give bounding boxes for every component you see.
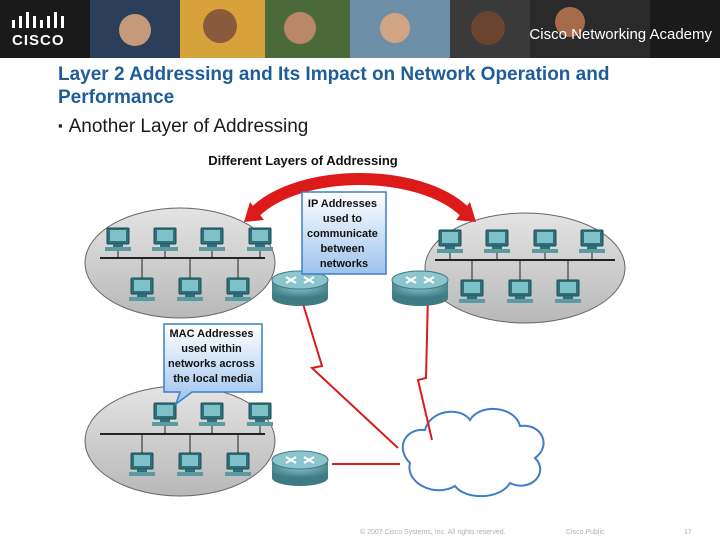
mac-callout-line: the local media xyxy=(173,373,253,385)
wan-cloud xyxy=(401,407,545,498)
ip-callout-line: IP Addresses xyxy=(308,198,377,210)
addressing-diagram: Different Layers of Addressing xyxy=(84,153,626,498)
router-bottom xyxy=(271,450,329,486)
arrow-head-right-icon xyxy=(456,202,476,222)
pc xyxy=(198,402,226,434)
pc xyxy=(176,258,204,302)
academy-text: Cisco Networking Academy xyxy=(529,26,712,43)
arrow-head-left-icon xyxy=(244,202,264,222)
bullet-square-icon: ▪ xyxy=(58,118,63,133)
header-banner: CISCO Cisco Networking Academy xyxy=(0,0,720,58)
wan-link-left xyxy=(299,293,399,449)
slide-title: Layer 2 Addressing and Its Impact on Net… xyxy=(58,64,610,108)
pc xyxy=(198,227,226,258)
pc xyxy=(128,258,156,302)
pc xyxy=(578,229,606,260)
cisco-bars-icon xyxy=(12,12,64,28)
ip-callout-line: networks xyxy=(320,258,368,270)
pc-group-left-top xyxy=(104,227,274,302)
network-bottom xyxy=(84,385,276,497)
pc xyxy=(506,260,534,304)
cisco-logo-text: CISCO xyxy=(12,32,65,49)
ip-arc-arrow xyxy=(250,173,470,217)
pc xyxy=(483,229,511,260)
bullet-item: ▪ Another Layer of Addressing xyxy=(58,116,308,138)
ip-callout-line: used to xyxy=(323,213,362,225)
banner-photo-strip xyxy=(90,0,650,58)
footer-classification: Cisco Public xyxy=(566,529,605,536)
ip-callout: IP Addresses used to communicate between… xyxy=(301,191,387,275)
pc xyxy=(246,227,274,258)
bullet-text: Another Layer of Addressing xyxy=(68,116,309,137)
router-left xyxy=(271,270,329,306)
pc xyxy=(104,227,132,258)
wan-link-right xyxy=(416,293,433,441)
ip-callout-line: communicate xyxy=(307,228,378,240)
mac-callout-line: networks across xyxy=(168,358,255,370)
pc xyxy=(458,260,486,304)
pc-group-right-top xyxy=(436,229,606,304)
diagram-title: Different Layers of Addressing xyxy=(208,153,398,168)
mac-callout: MAC Addresses used within networks acros… xyxy=(163,323,263,407)
mac-callout-line: used within xyxy=(181,343,242,355)
ip-callout-line: between xyxy=(320,243,364,255)
pc-group-bottom xyxy=(128,402,274,477)
pc xyxy=(436,229,464,260)
footer-copyright: © 2007 Cisco Systems, Inc. All rights re… xyxy=(360,529,506,536)
cisco-logo: CISCO xyxy=(6,6,70,50)
mac-callout-line: MAC Addresses xyxy=(169,328,253,340)
pc xyxy=(531,229,559,260)
pc xyxy=(151,227,179,258)
svg-text:IP Addresses used to: IP Addresses used to communicate between… xyxy=(307,198,381,270)
pc xyxy=(151,402,179,434)
pc xyxy=(176,434,204,477)
network-left-top xyxy=(84,207,276,319)
svg-text:MAC Addresses used withi: MAC Addresses used within networks acros… xyxy=(168,328,258,385)
footer-page-number: 17 xyxy=(684,529,692,536)
router-right xyxy=(391,270,449,306)
pc xyxy=(554,260,582,304)
pc xyxy=(128,434,156,477)
pc xyxy=(224,434,252,477)
pc xyxy=(224,258,252,302)
pc xyxy=(246,402,274,434)
